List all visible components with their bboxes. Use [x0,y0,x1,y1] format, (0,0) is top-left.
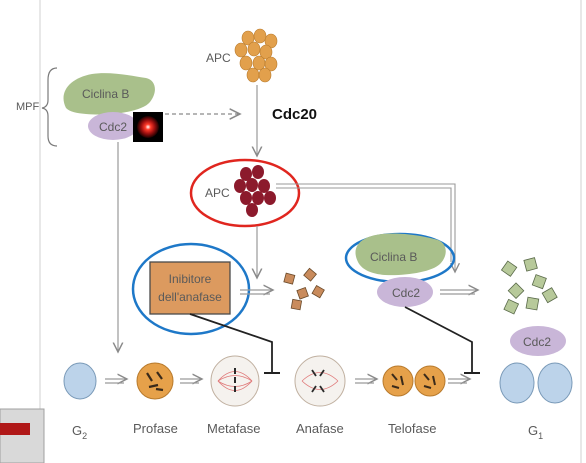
cell-telophase-right [414,365,446,397]
cdc2-label: Cdc2 [99,120,127,134]
phase-label-profase: Profase [133,421,178,436]
cdc2-g1-label: Cdc2 [523,335,551,349]
apc-mid-label: APC [205,186,230,200]
cell-g1-right [537,362,573,404]
cell-telophase-left [382,365,414,397]
phase-labels: G2 Profase Metafase Anafase Telofase G1 [72,421,543,441]
cell-g1-left [499,362,535,404]
cdc20-label: Cdc20 [272,106,317,123]
phase-label-telofase: Telofase [388,421,436,436]
inhibitor-label-line1: Inibitore [169,272,212,286]
cursor-marker-icon [137,116,159,138]
prophase-chromosomes [146,371,164,392]
cell-g2 [63,362,97,400]
apc-active-cluster [234,165,276,217]
inhibitor-block-line [189,313,273,372]
anaphase-spindle [301,372,339,390]
cdc2-block-line [404,306,473,372]
cyclin-fragments [500,257,558,315]
telophase-chromosomes [391,373,436,389]
inhibitor-fragments [283,267,325,311]
apc-active-highlight [189,158,301,228]
ciclina-b-label: Ciclina B [82,87,129,101]
inhibitor-label-line2: dell'anafase [158,290,222,304]
cell-prophase [136,362,174,400]
apc-to-cyclin-arrow [276,183,455,272]
corner-widget [0,408,45,463]
cdc2-shape [88,112,138,140]
cdc2-g1-shape [510,326,566,356]
mpf-label: MPF [16,101,40,113]
apc-inactive-cluster [234,28,278,83]
mpf-brace [41,67,58,147]
cell-anaphase [294,355,346,407]
ciclina-b-shape [63,73,155,115]
ciclina-b-right-shape [355,233,446,276]
phase-label-g2: G2 [72,423,87,441]
ciclina-b-right-label: Ciclina B [370,250,417,264]
inhibitor-box [149,261,231,315]
anaphase-chromosomes [311,369,325,393]
apc-to-cyclin-arrow-double [276,187,452,262]
phase-label-metafase: Metafase [207,421,260,436]
phase-label-g1: G1 [528,423,543,441]
inhibitor-highlight [131,242,251,336]
cdc2-right-shape [377,277,433,307]
cdc2-right-label: Cdc2 [392,286,420,300]
phase-label-anafase: Anafase [296,421,344,436]
apc-top-label: APC [206,51,231,65]
